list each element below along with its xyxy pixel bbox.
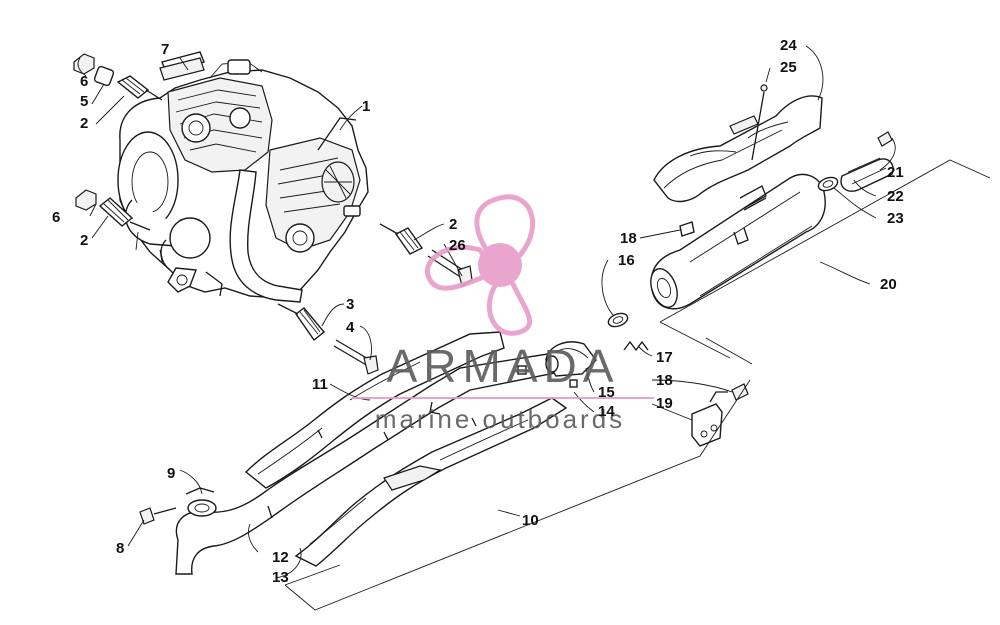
- label-part-24: 24: [780, 37, 797, 54]
- leader-lines: [77, 45, 896, 579]
- label-part-26: 26: [449, 237, 466, 254]
- label-part-2-left: 2: [80, 232, 88, 249]
- label-part-11: 11: [312, 376, 328, 393]
- label-part-16: 16: [618, 252, 635, 269]
- label-part-13: 13: [272, 569, 289, 586]
- label-part-23: 23: [887, 210, 904, 227]
- label-part-17: 17: [656, 349, 673, 366]
- label-part-6-left: 6: [52, 209, 60, 226]
- label-part-8: 8: [116, 540, 124, 557]
- engine-assembly: [117, 59, 369, 303]
- label-part-6-top: 6: [80, 73, 88, 90]
- label-part-2-top: 2: [80, 115, 88, 132]
- label-part-5: 5: [80, 93, 88, 110]
- label-part-10: 10: [522, 512, 539, 529]
- label-part-18-bottom: 18: [656, 372, 673, 389]
- armada-logo-icon: [425, 194, 536, 336]
- label-part-4: 4: [346, 319, 355, 336]
- label-part-19: 19: [656, 395, 673, 412]
- label-part-21: 21: [887, 164, 904, 181]
- watermark: ARMADA marine outboards: [352, 194, 654, 434]
- label-part-14: 14: [598, 403, 615, 420]
- label-part-22: 22: [887, 188, 904, 205]
- part-number-labels: 1 2 2 2 3 4 5 6 6 7 8 9 10 11 12 13 14 1…: [52, 37, 904, 586]
- watermark-brand: ARMADA: [387, 340, 620, 392]
- label-part-18-top: 18: [620, 230, 637, 247]
- label-part-20: 20: [880, 276, 897, 293]
- label-part-1: 1: [362, 98, 370, 115]
- label-part-25: 25: [780, 59, 797, 76]
- watermark-tagline: marine outboards: [375, 404, 625, 434]
- assembly-outlines: [284, 159, 991, 611]
- label-part-9: 9: [167, 465, 175, 482]
- muffler-assembly: [607, 84, 894, 447]
- label-part-3: 3: [346, 296, 354, 313]
- label-part-12: 12: [272, 549, 289, 566]
- label-part-15: 15: [598, 384, 615, 401]
- label-part-7: 7: [161, 41, 169, 58]
- exhaust-header-pipes: [139, 331, 597, 575]
- label-part-2-right: 2: [449, 216, 457, 233]
